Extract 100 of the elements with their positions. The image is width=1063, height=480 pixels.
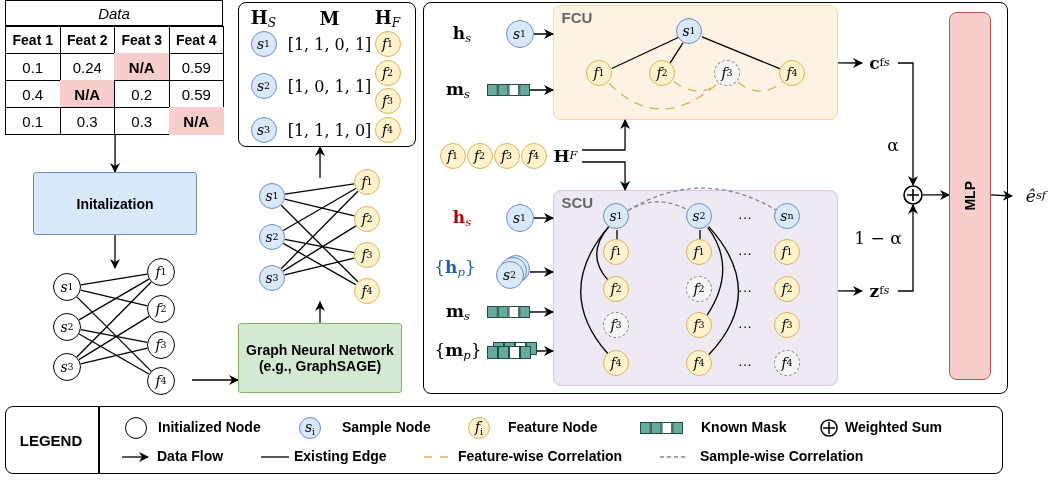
table-cell: N/A (114, 53, 170, 81)
ellipsis-text: ··· (738, 282, 752, 298)
arrow (897, 204, 918, 292)
sum-symbol (902, 184, 923, 205)
arrow (837, 58, 863, 68)
edge-line (284, 183, 355, 195)
panel-title: SCU (561, 193, 594, 211)
mask-bar (486, 305, 530, 318)
edge-line (79, 289, 148, 307)
edge-line (706, 226, 724, 316)
panel-title: FCU (561, 8, 593, 26)
table-cell: 0.3 (59, 107, 115, 135)
edge-line (708, 226, 740, 356)
edge-line (282, 225, 357, 272)
math-label: [1, 0, 1, 1] (287, 76, 372, 95)
edge-line (79, 347, 148, 365)
arrow (837, 286, 863, 296)
edge-line (282, 187, 357, 232)
edge-line (284, 257, 355, 276)
edge-line (284, 198, 355, 217)
edge-line (596, 226, 610, 282)
legend-text: Sample-wise Correlation (700, 448, 864, 464)
legend-text: Sample Node (342, 419, 431, 435)
edge-line (616, 229, 618, 241)
edge-line (78, 278, 150, 321)
legend-text: Initialized Node (158, 419, 261, 435)
mask-bar (486, 83, 530, 96)
edge-line (78, 333, 150, 375)
math-label: m$_{s}$ (446, 301, 470, 323)
math-label: h$_{s}$ (452, 207, 472, 229)
table-cell: N/A (59, 80, 115, 108)
edge-line (284, 238, 355, 254)
math-label: H$_{F}$ (374, 6, 401, 29)
edge-line (280, 204, 359, 283)
edge-line (580, 226, 610, 355)
edge-line (76, 296, 152, 372)
legend-text: Feature Node (508, 419, 598, 435)
edge-line (78, 315, 150, 361)
table-cell: 0.1 (5, 107, 61, 135)
arrow (536, 345, 554, 356)
math-label: f$_{i}$ (474, 419, 484, 437)
scu-panel (552, 189, 838, 386)
math-label: [1, 1, 1, 0] (287, 120, 372, 139)
edge-line (611, 36, 679, 70)
ellipsis-text: ··· (738, 318, 752, 334)
edge-line (80, 273, 148, 286)
math-label: M (319, 7, 340, 28)
edge-line (669, 42, 684, 64)
arrow (529, 306, 554, 317)
legend-text: Known Mask (701, 419, 787, 435)
module-panel (423, 2, 1008, 394)
correlation-line (737, 81, 784, 92)
arrow (897, 62, 918, 186)
ellipsis-text: ··· (738, 245, 752, 261)
arrow (315, 301, 325, 324)
math-label: H$_{S}$ (250, 6, 277, 29)
arrow (581, 119, 631, 151)
math-label: s$_{i}$ (304, 419, 316, 437)
ellipsis-text: ··· (738, 356, 752, 372)
math-label: [1, 1, 0, 1] (287, 34, 372, 53)
arrow (533, 213, 554, 223)
column-header: Feat 1 (5, 26, 61, 54)
process-box: Initalization (33, 172, 197, 235)
embedding-box (238, 2, 416, 147)
edge-line (80, 329, 148, 343)
legend-text: Existing Edge (294, 448, 387, 464)
table-title: Data (5, 0, 223, 26)
arrow (533, 29, 554, 39)
legend-title: LEGEND (19, 431, 83, 449)
table-cell: N/A (168, 107, 224, 135)
legend-text: Weighted Sum (845, 419, 942, 435)
edge-line (282, 242, 357, 286)
correlation-line (608, 82, 719, 110)
correlation-line (673, 80, 720, 92)
correlation-line (627, 187, 778, 211)
arrow (110, 133, 120, 173)
process-box: Graph Neural Network (e.g., GraphSAGE) (238, 323, 402, 393)
legend-text: Data Flow (157, 448, 224, 464)
arrow (110, 234, 120, 269)
edge-line (701, 36, 782, 70)
math-label: {h$_{p}$} (434, 257, 476, 279)
math-label: {m$_{p}$} (434, 340, 482, 362)
legend-text: Feature-wise Correlation (458, 448, 623, 464)
ellipsis-text: ··· (738, 209, 752, 225)
math-label: h$_{s}$ (452, 23, 472, 45)
arrow (529, 85, 554, 95)
table-cell: 0.2 (114, 80, 170, 108)
arrow (191, 375, 239, 385)
edge-line (76, 281, 152, 358)
arrow (581, 161, 631, 191)
stacked-mask-bars (486, 341, 537, 359)
arrow (990, 190, 1013, 201)
math-label: m$_{s}$ (446, 79, 470, 101)
edge-line (280, 190, 359, 270)
mlp-block: MLP (948, 11, 991, 380)
column-header: Feat 4 (168, 26, 224, 54)
arrow (529, 266, 554, 277)
edge-line (699, 229, 701, 241)
arrow (315, 146, 326, 179)
arrow (922, 189, 950, 200)
